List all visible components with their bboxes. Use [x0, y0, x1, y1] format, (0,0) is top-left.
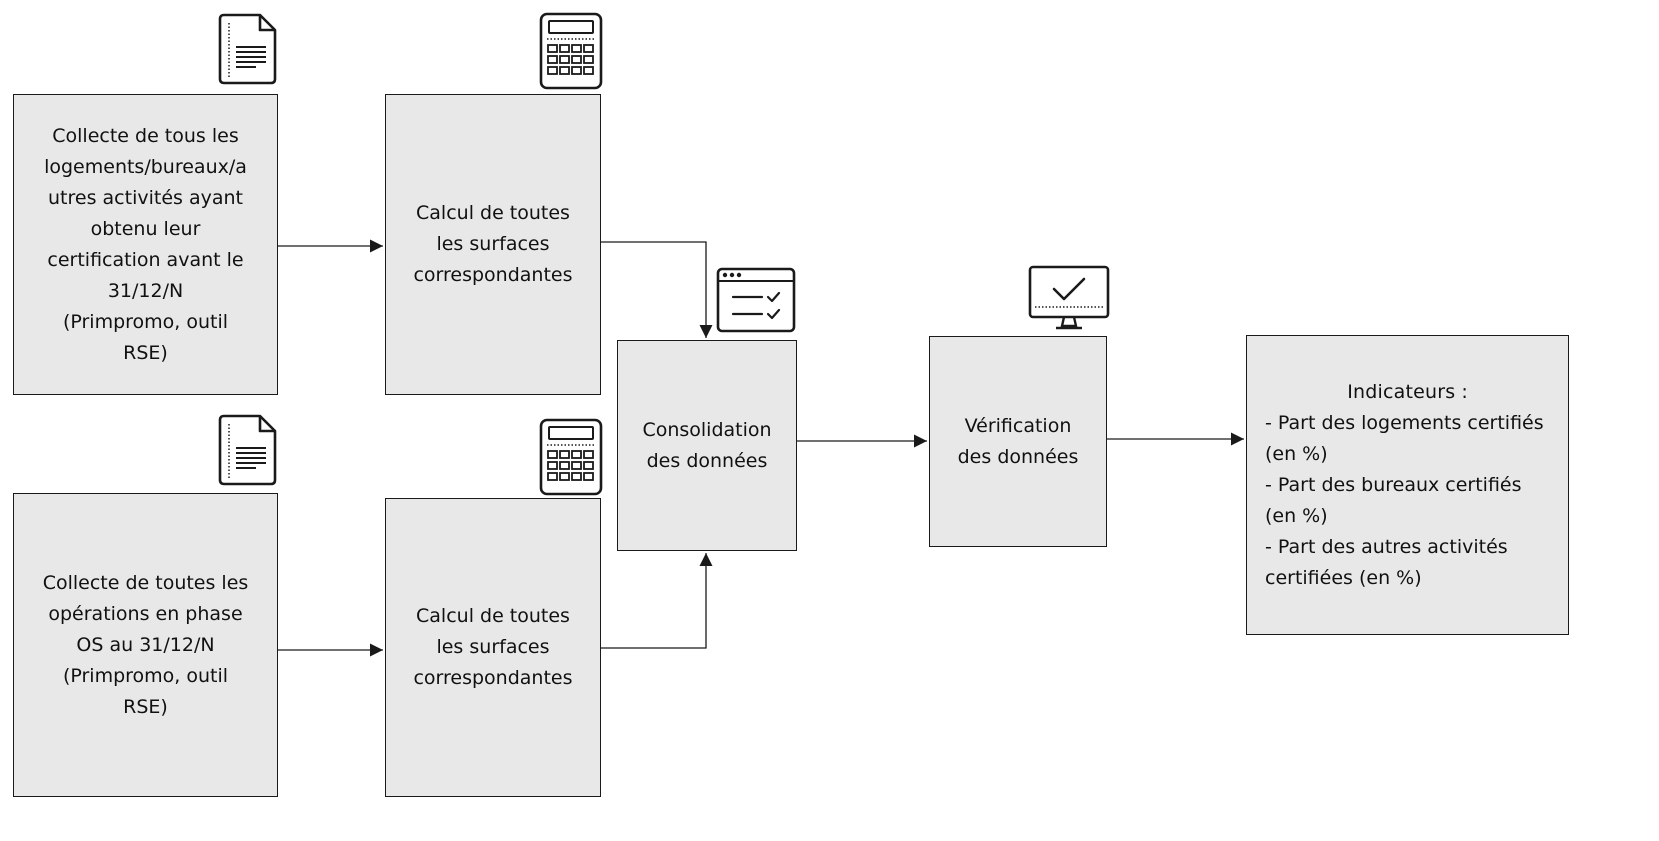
indicator-item: - Part des autres activités certifiées (…	[1265, 535, 1508, 589]
collecte-certifies-label: Collecte de tous les logements/bureaux/a…	[44, 124, 247, 364]
document-icon	[218, 13, 277, 85]
monitor-check-icon	[1028, 265, 1110, 330]
checklist-window-icon	[716, 267, 796, 333]
process-box-consolidation: Consolidation des données	[617, 340, 797, 551]
calcul-surfaces-2-label: Calcul de toutes les surfaces correspond…	[413, 605, 573, 689]
indicators-title: Indicateurs :	[1265, 377, 1550, 408]
arrow-calc2-conso	[601, 553, 713, 649]
indicator-item: - Part des bureaux certifiés (en %)	[1265, 473, 1522, 527]
process-box-calcul-surfaces-2: Calcul de toutes les surfaces correspond…	[385, 498, 601, 797]
process-box-collecte-certifies: Collecte de tous les logements/bureaux/a…	[13, 94, 278, 395]
indicators-title-text: Indicateurs	[1347, 380, 1456, 403]
indicator-item: - Part des logements certifiés (en %)	[1265, 411, 1544, 465]
process-box-collecte-operations: Collecte de toutes les opérations en pha…	[13, 493, 278, 797]
calculator-icon	[539, 418, 603, 496]
calculator-icon	[539, 12, 603, 90]
consolidation-label: Consolidation des données	[642, 418, 772, 472]
indicators-box: Indicateurs : - Part des logements certi…	[1246, 335, 1569, 635]
document-icon	[218, 414, 277, 486]
indicators-title-suffix: :	[1455, 380, 1468, 403]
process-box-verification: Vérification des données	[929, 336, 1107, 547]
arrow-calc1-conso	[601, 241, 713, 338]
verification-label: Vérification des données	[957, 414, 1079, 468]
process-box-calcul-surfaces-1: Calcul de toutes les surfaces correspond…	[385, 94, 601, 395]
calcul-surfaces-1-label: Calcul de toutes les surfaces correspond…	[413, 202, 573, 286]
collecte-operations-label: Collecte de toutes les opérations en pha…	[42, 571, 249, 718]
